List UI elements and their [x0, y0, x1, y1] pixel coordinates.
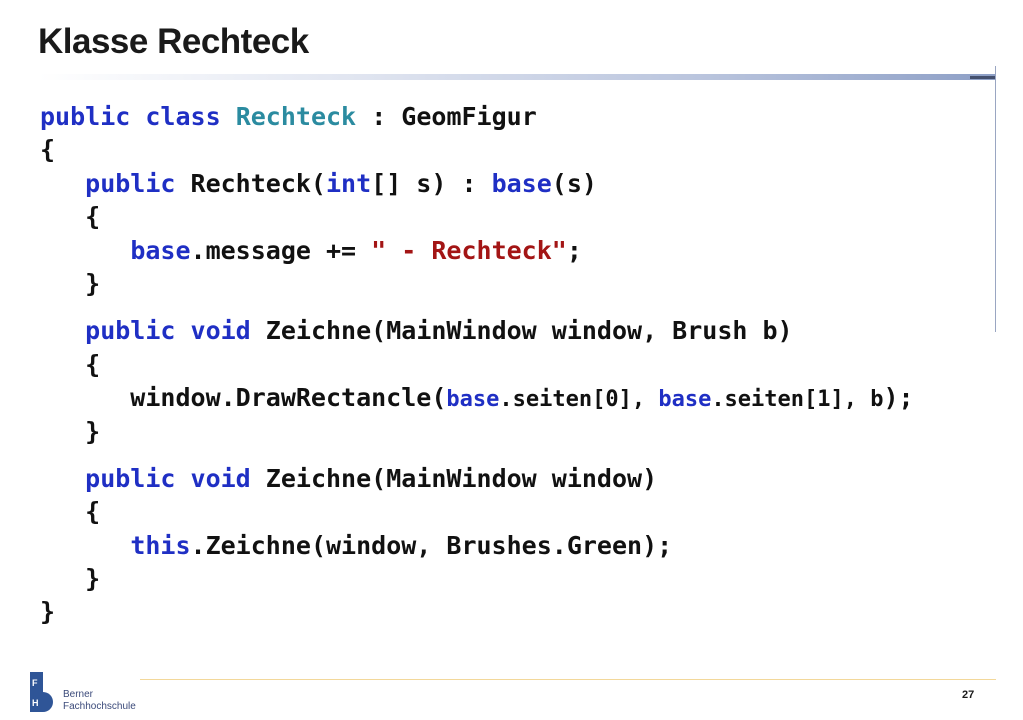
bfh-logo-text: Berner Fachhochschule: [63, 689, 136, 713]
code-text: .seiten[1], b: [711, 387, 884, 413]
code-indent: [40, 236, 130, 265]
page-number: 27: [962, 689, 975, 701]
svg-text:H: H: [32, 698, 39, 708]
code-line-9: window.DrawRectancle(base.seiten[0], bas…: [40, 381, 914, 414]
title-underline: [38, 74, 996, 80]
logo-line-2: Fachhochschule: [63, 701, 136, 712]
keyword: void: [190, 463, 251, 493]
slide-title: Klasse Rechteck: [38, 22, 309, 61]
code-line-6: }: [40, 268, 101, 298]
code-line-4: {: [40, 202, 101, 232]
bfh-logo-mark: F H: [30, 672, 53, 712]
string-literal: " - Rechteck": [371, 235, 567, 265]
code-line-7: public void Zeichne(MainWindow window, B…: [40, 314, 914, 347]
code-indent: [40, 464, 85, 493]
footer-rule: [140, 679, 996, 680]
code-indent: [40, 316, 85, 345]
code-line-2: {: [40, 135, 56, 165]
code-indent: [40, 531, 130, 560]
code-spacer: [40, 448, 914, 462]
code-line-10: }: [40, 416, 101, 446]
code-text: (s): [551, 168, 597, 198]
keyword: class: [145, 102, 221, 131]
code-text: : GeomFigur: [371, 102, 537, 131]
right-vertical-rule: [995, 66, 996, 332]
code-spacer: [40, 300, 914, 314]
keyword: this: [130, 530, 191, 560]
keyword: public: [85, 316, 176, 346]
code-text: [] s) :: [371, 168, 492, 198]
type-name: Rechteck: [235, 102, 357, 131]
code-line-1: public class Rechteck : GeomFigur: [40, 100, 914, 133]
code-indent: [40, 169, 85, 198]
code-line-14: }: [40, 564, 101, 594]
code-line-13: this.Zeichne(window, Brushes.Green);: [40, 529, 914, 562]
code-line-15: }: [40, 597, 56, 627]
code-text: );: [883, 383, 914, 413]
keyword: base: [446, 387, 500, 413]
code-line-12: {: [40, 497, 101, 527]
code-text: ;: [566, 235, 582, 265]
keyword: void: [190, 316, 251, 346]
logo-line-1: Berner: [63, 689, 94, 700]
svg-text:F: F: [32, 678, 38, 688]
code-text: window.DrawRectancle(: [40, 383, 447, 413]
keyword: base: [658, 387, 712, 413]
code-text: Zeichne(MainWindow window): [250, 463, 658, 493]
code-line-5: base.message += " - Rechteck";: [40, 234, 914, 267]
code-text: Rechteck(: [175, 168, 326, 198]
code-line-3: public Rechteck(int[] s) : base(s): [40, 167, 914, 200]
title-underline-accent: [970, 76, 996, 79]
keyword: base: [130, 235, 191, 265]
code-text: .seiten[0],: [499, 387, 659, 413]
keyword: public: [40, 102, 131, 131]
code-block: public class Rechteck : GeomFigur { publ…: [40, 100, 914, 629]
keyword: public: [85, 463, 176, 493]
keyword: int: [325, 168, 372, 198]
keyword: base: [491, 168, 552, 198]
code-line-11: public void Zeichne(MainWindow window): [40, 462, 914, 495]
code-line-8: {: [40, 349, 101, 379]
bfh-logo: F H Berner Fachhochschule: [30, 672, 140, 714]
code-text: Zeichne(MainWindow window, Brush b): [250, 316, 793, 346]
code-text: .Zeichne(window, Brushes.Green);: [190, 530, 673, 560]
keyword: public: [85, 168, 176, 198]
code-text: .message +=: [190, 235, 372, 265]
